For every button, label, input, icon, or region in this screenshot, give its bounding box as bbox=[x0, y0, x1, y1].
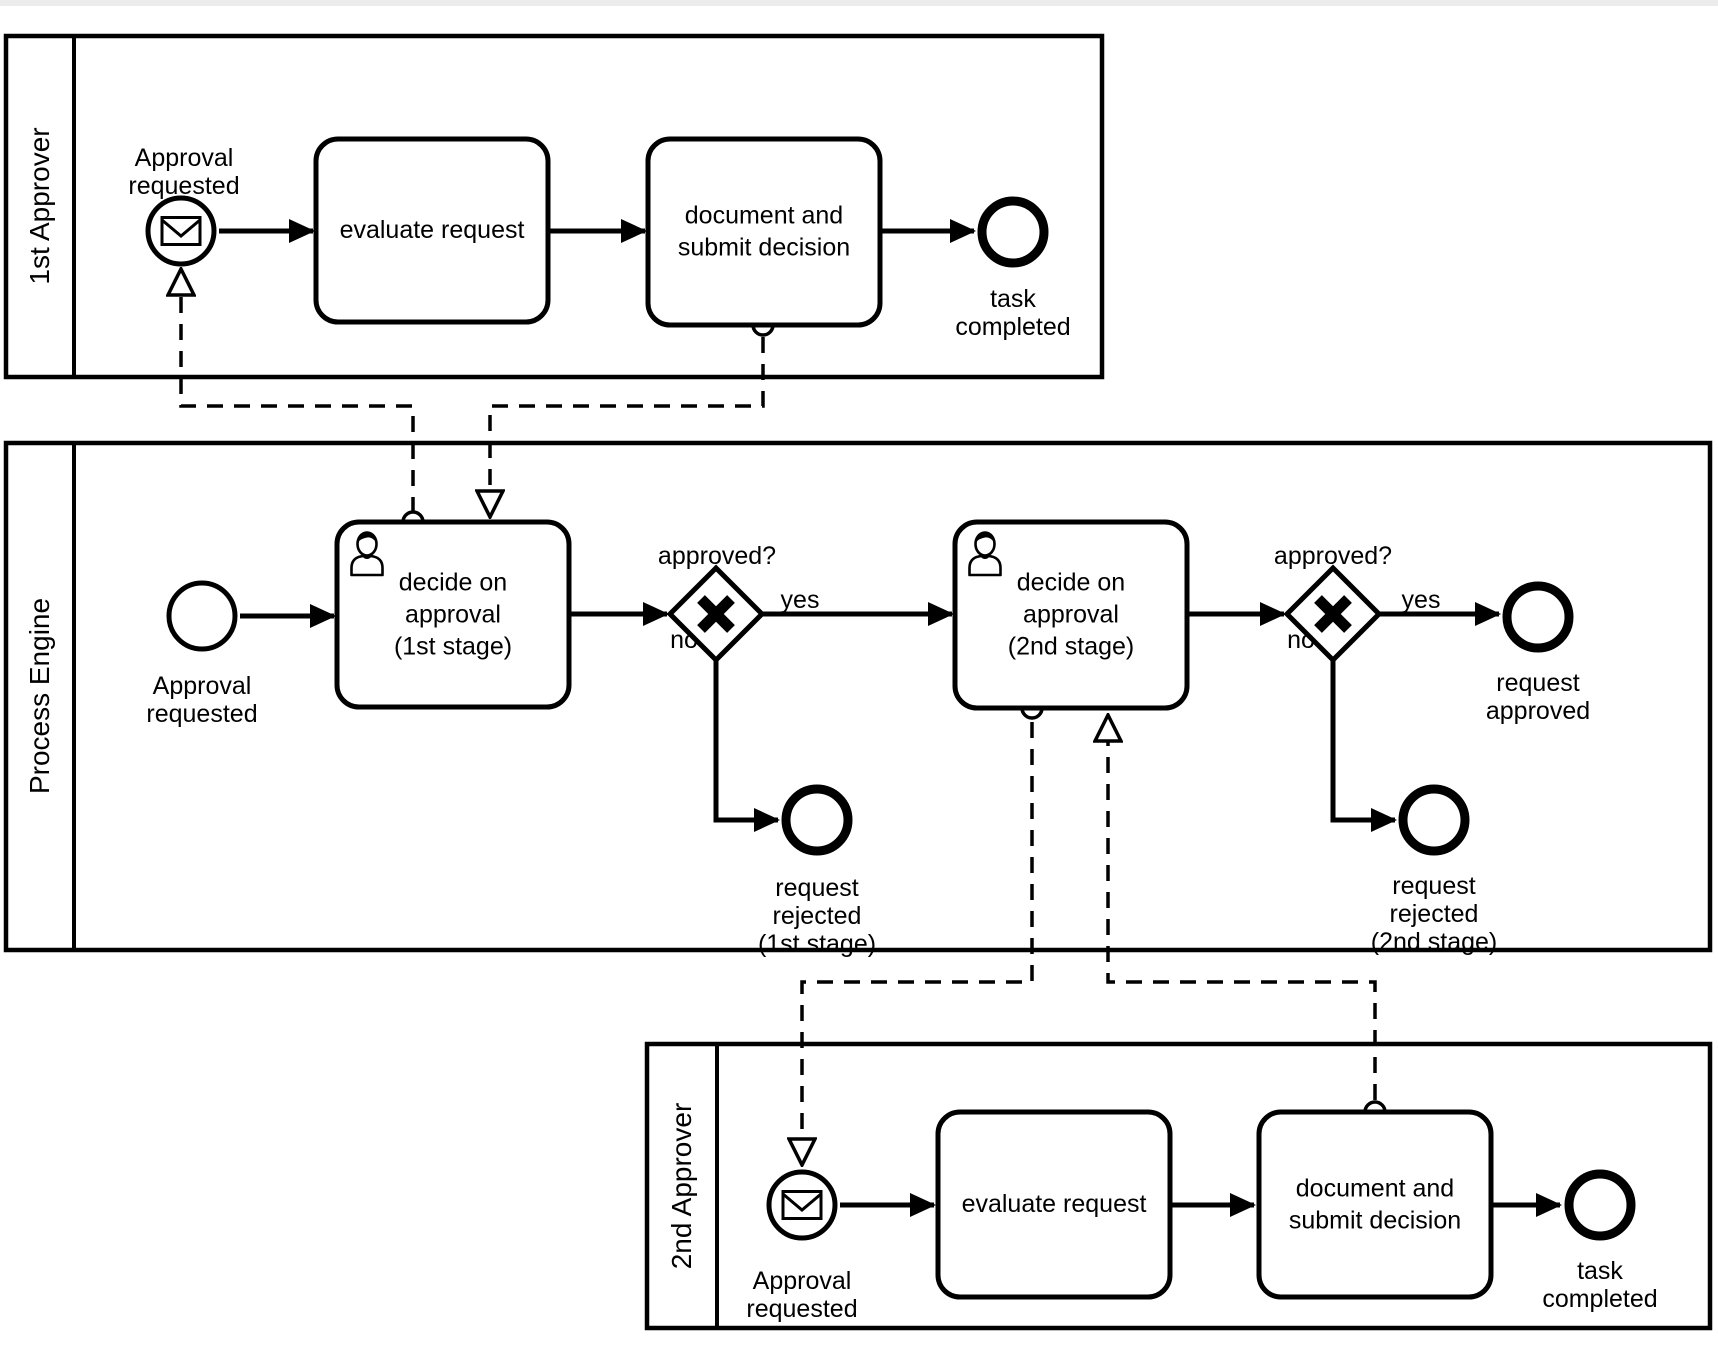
task-label-document-submit-1: document and submit decision bbox=[677, 201, 851, 261]
xor-marker bbox=[697, 595, 735, 633]
task-label-document-submit-3: document and submit decision bbox=[1288, 1174, 1462, 1234]
task-label-evaluate-request-3: evaluate request bbox=[961, 1190, 1147, 1219]
start-event-approver1[interactable] bbox=[145, 195, 217, 267]
end-event-label-task-completed-3: task completed bbox=[1542, 1257, 1658, 1313]
end-event-task-completed-3[interactable] bbox=[1564, 1169, 1636, 1241]
end-event-label-rejected-2: request rejected (2nd stage) bbox=[1370, 872, 1498, 956]
start-event-approver2[interactable] bbox=[766, 1169, 838, 1241]
start-event-label-approver2: Approval requested bbox=[746, 1267, 858, 1323]
gateway1-yes-label: yes bbox=[780, 586, 820, 614]
message-icon bbox=[160, 216, 202, 246]
end-event-request-rejected-2[interactable] bbox=[1398, 784, 1470, 856]
xor-marker bbox=[1314, 595, 1352, 633]
gateway1-no-label: no bbox=[670, 626, 698, 654]
task-document-submit-1[interactable] bbox=[645, 136, 883, 328]
end-event-label-approved: request approved bbox=[1485, 669, 1591, 725]
gateway2-no-label: no bbox=[1287, 626, 1315, 654]
gateway1-label: approved? bbox=[657, 542, 777, 570]
start-event-label-approver1: Approval requested bbox=[128, 144, 240, 200]
message-flow-stage1-to-approver1-start bbox=[181, 271, 415, 513]
pool-process-engine[interactable] bbox=[3, 440, 1713, 953]
gateway2-yes-label: yes bbox=[1401, 586, 1441, 614]
end-event-label-task-completed-1: task completed bbox=[955, 285, 1071, 341]
message-flow-stage2-to-approver2-start bbox=[802, 722, 1034, 1163]
gateway-approved-2[interactable] bbox=[1283, 564, 1383, 664]
message-flow-document1-to-stage1 bbox=[490, 337, 765, 515]
task-label-evaluate-request-1: evaluate request bbox=[339, 216, 525, 245]
start-event-engine[interactable] bbox=[166, 580, 238, 652]
screen-edge bbox=[0, 0, 1718, 6]
message-flow-document3-to-stage2 bbox=[1108, 717, 1377, 1100]
task-label-decide-stage1: decide on approval (1st stage) bbox=[393, 568, 513, 660]
flow-gateway2-no-to-rejected2 bbox=[1330, 660, 1397, 832]
pool-label-1st-approver: 1st Approver bbox=[24, 127, 55, 285]
pool-label-process-engine: Process Engine bbox=[24, 597, 55, 795]
task-document-submit-3[interactable] bbox=[1256, 1109, 1494, 1300]
start-event-label-engine: Approval requested bbox=[146, 672, 258, 728]
end-event-request-approved[interactable] bbox=[1502, 581, 1574, 653]
task-evaluate-request-3[interactable] bbox=[935, 1109, 1173, 1300]
gateway2-label: approved? bbox=[1273, 542, 1393, 570]
task-evaluate-request-1[interactable] bbox=[313, 136, 551, 325]
pool-label-2nd-approver: 2nd Approver bbox=[666, 1102, 697, 1270]
task-decide-stage1[interactable] bbox=[334, 519, 572, 710]
end-event-label-rejected-1: request rejected (1st stage) bbox=[757, 874, 877, 958]
gateway-approved-1[interactable] bbox=[666, 564, 766, 664]
flow-gateway1-no-to-rejected1 bbox=[713, 660, 780, 832]
end-event-request-rejected-1[interactable] bbox=[781, 784, 853, 856]
end-event-task-completed-1[interactable] bbox=[977, 196, 1049, 268]
message-icon bbox=[781, 1190, 823, 1220]
task-decide-stage2[interactable] bbox=[952, 519, 1190, 711]
task-label-decide-stage2: decide on approval (2nd stage) bbox=[1007, 568, 1135, 660]
